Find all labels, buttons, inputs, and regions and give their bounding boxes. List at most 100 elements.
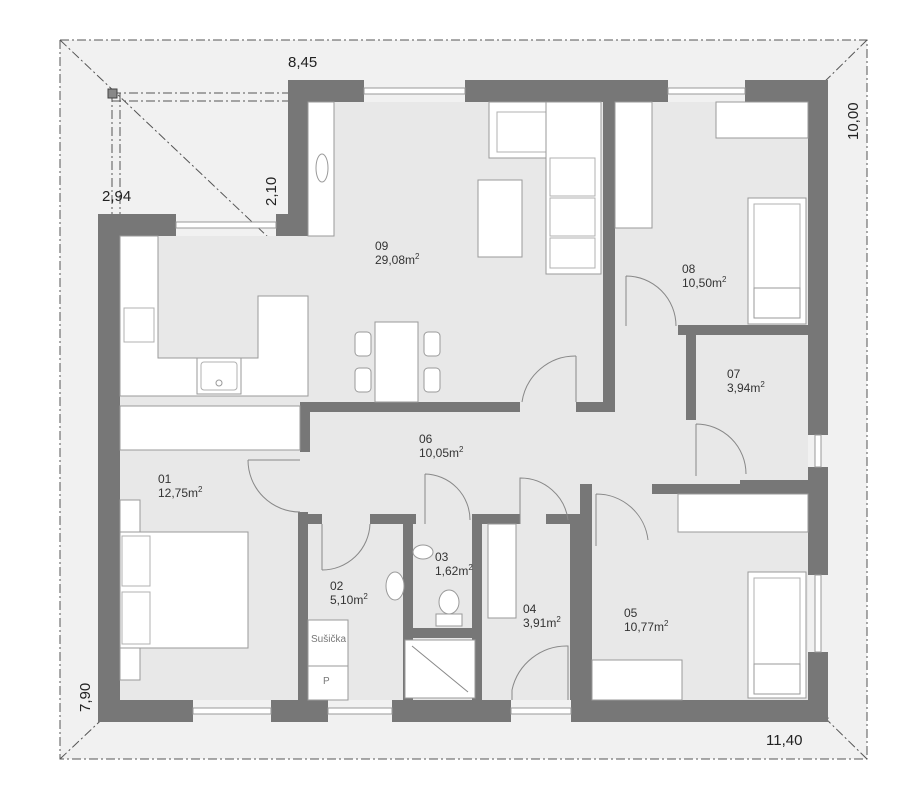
sofa-l-cushion-1 <box>549 157 596 197</box>
bed-01-pillow-1 <box>121 535 151 587</box>
room-02-area: 5,10m2 <box>330 592 368 607</box>
room-04-area-sup: 2 <box>556 615 561 624</box>
door-01 <box>247 459 301 513</box>
nightstand-2 <box>119 647 141 681</box>
dining-chair-2 <box>354 367 372 393</box>
room-06-area: 10,05m2 <box>419 445 464 460</box>
furniture <box>119 101 809 701</box>
wall-left <box>98 214 120 722</box>
pillow-08 <box>753 287 801 319</box>
dining-table <box>374 321 419 403</box>
wall-03-bottom <box>403 628 482 638</box>
room-07-area-value: 3,94m <box>727 381 760 395</box>
window-bottom-1 <box>192 707 272 715</box>
dryer-label: Sušička <box>311 634 346 645</box>
door-02 <box>321 523 371 571</box>
door-03 <box>424 473 471 524</box>
room-09-area-sup: 2 <box>415 252 420 261</box>
window-bottom-2 <box>327 707 393 715</box>
window-top-1 <box>363 87 466 95</box>
room-03-area-sup: 2 <box>468 563 473 572</box>
wall-01-right <box>298 512 308 700</box>
wall-08-bottom <box>678 325 808 335</box>
dim-left-top-height: 2,10 <box>263 177 280 206</box>
wall-bottom-2 <box>271 700 328 722</box>
interior-walls <box>298 102 808 700</box>
kitchen-oven <box>123 307 155 343</box>
room-03-area-value: 1,62m <box>435 564 468 578</box>
washbasin-02 <box>385 571 405 601</box>
wall-top-2 <box>465 80 668 102</box>
wall-05-top <box>652 484 808 494</box>
wall-03-right <box>472 514 482 700</box>
room-07-area: 3,94m2 <box>727 380 765 395</box>
room-06-number: 06 <box>419 432 433 446</box>
room-04-area-value: 3,91m <box>523 616 556 630</box>
wall-step-horizontal-1 <box>276 214 308 236</box>
toilet-tank <box>435 613 463 627</box>
wall-03-left <box>403 514 413 700</box>
wall-04-top-2 <box>546 514 582 524</box>
kitchen-counter-l <box>119 235 309 397</box>
room-07-number: 07 <box>727 367 741 381</box>
room-03-number: 03 <box>435 550 449 564</box>
dim-top: 8,45 <box>288 54 317 71</box>
room-09-area: 29,08m2 <box>375 252 420 267</box>
wall-04-right <box>570 514 582 700</box>
dining-chair-3 <box>423 331 441 357</box>
floor <box>120 102 808 700</box>
wall-living-bottom-2 <box>576 402 615 412</box>
room-02-area-sup: 2 <box>363 592 368 601</box>
shower-diagonal <box>411 645 469 693</box>
room-02-area-value: 5,10m <box>330 593 363 607</box>
sofa-l-cushion-3 <box>549 237 596 269</box>
sink-tap <box>215 379 223 387</box>
wall-02-top <box>298 514 322 524</box>
wall-bottom-3 <box>392 700 511 722</box>
door-05 <box>595 493 649 546</box>
wall-living-right <box>603 102 615 412</box>
door-04 <box>519 477 569 524</box>
room-labels: 0929,08m20810,50m2073,94m20610,05m20112,… <box>158 239 765 634</box>
dining-chair-4 <box>423 367 441 393</box>
corner-marker <box>107 88 118 99</box>
window-right-1 <box>814 434 822 468</box>
wall-02-top-2 <box>370 514 416 524</box>
desk-08 <box>715 101 809 139</box>
room-06-area-value: 10,05m <box>419 446 459 460</box>
room-02-number: 02 <box>330 579 344 593</box>
room-05-area-value: 10,77m <box>624 620 664 634</box>
nightstand-1 <box>119 499 141 533</box>
wall-07-left <box>686 325 696 420</box>
window-kitchen <box>175 221 277 229</box>
wall-right-1 <box>808 80 828 435</box>
room-08-area-sup: 2 <box>722 275 727 284</box>
room-01-area: 12,75m2 <box>158 485 203 500</box>
room-08-area-value: 10,50m <box>682 276 722 290</box>
doors <box>247 275 747 700</box>
washer-label: P <box>323 676 330 687</box>
wall-bottom-4 <box>571 700 828 722</box>
exterior-walls <box>98 80 828 722</box>
room-05-area: 10,77m2 <box>624 619 669 634</box>
floor-fill <box>120 102 808 700</box>
window-right-2 <box>814 574 822 653</box>
room-04-area: 3,91m2 <box>523 615 561 630</box>
window-top-2 <box>667 87 746 95</box>
desk-05 <box>591 659 683 701</box>
door-09 <box>521 355 577 403</box>
wall-bottom-1 <box>98 700 193 722</box>
room-06-area-sup: 2 <box>459 445 464 454</box>
hob <box>315 153 329 183</box>
room-09-number: 09 <box>375 239 389 253</box>
door-entrance <box>511 645 569 700</box>
wardrobe-01 <box>119 405 301 451</box>
wall-top-3 <box>745 80 828 102</box>
dining-chair-1 <box>354 331 372 357</box>
room-03-area: 1,62m2 <box>435 563 473 578</box>
kitchen-sink-bowl <box>200 361 238 391</box>
dim-left-top-width: 2,94 <box>102 188 131 205</box>
door-07 <box>695 423 747 476</box>
washbasin-03 <box>412 544 434 560</box>
